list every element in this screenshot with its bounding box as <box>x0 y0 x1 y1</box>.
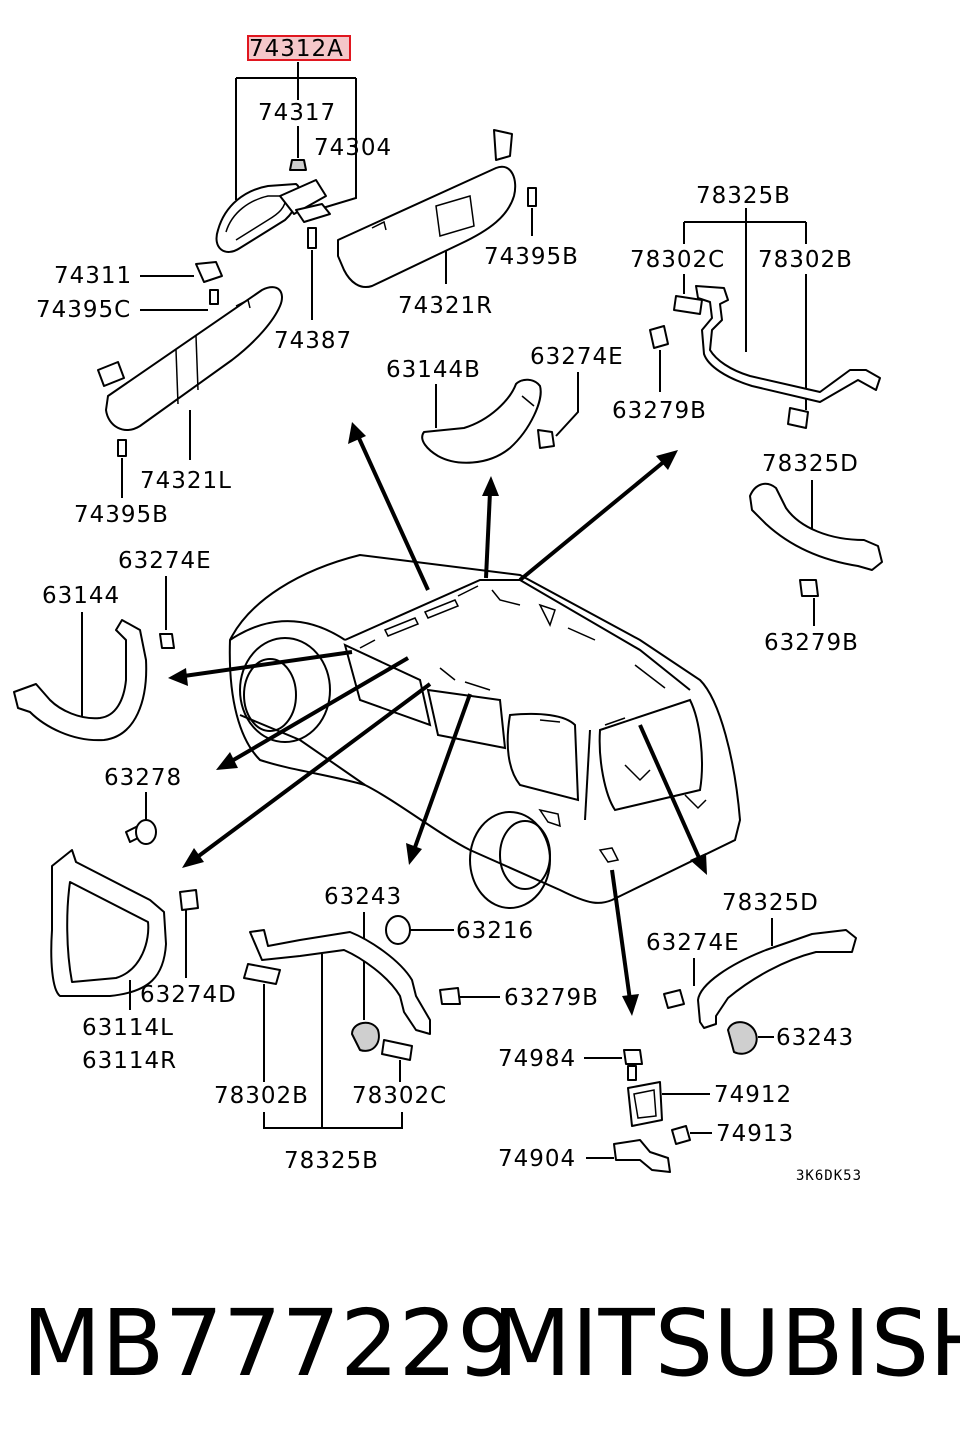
sun-visor-left-group: 74311 74395C 74395B 74321L <box>36 261 283 528</box>
brand-name: MITSUBISHI <box>492 1290 960 1397</box>
sun-visor-right-group: 74395B 74321R <box>337 129 579 319</box>
label-78302B-top: 78302B <box>758 247 853 273</box>
label-74395C: 74395C <box>36 297 131 323</box>
label-74395B-left: 74395B <box>74 502 169 528</box>
label-74321L: 74321L <box>140 468 232 494</box>
label-74912: 74912 <box>714 1082 792 1108</box>
label-78302C-top: 78302C <box>630 247 725 273</box>
label-74317: 74317 <box>258 100 336 126</box>
label-74913: 74913 <box>716 1121 794 1147</box>
label-74984: 74984 <box>498 1046 576 1072</box>
exploded-parts-diagram: 74312A 74317 74304 74387 74395B 74321R 7… <box>13 35 883 1184</box>
label-78325B-top: 78325B <box>696 183 791 209</box>
trim-63114-group: 63274D 63114L 63114R <box>50 849 237 1074</box>
highlight-box <box>247 35 351 61</box>
label-63114L: 63114L <box>82 1015 174 1041</box>
label-74904: 74904 <box>498 1146 576 1172</box>
label-63243-bot: 63243 <box>776 1025 854 1051</box>
label-78325D-bot: 78325D <box>722 890 819 916</box>
hook-749xx-group: 74984 74912 74913 74904 <box>498 1046 794 1173</box>
label-63243-mid: 63243 <box>324 884 402 910</box>
label-63279B-right: 63279B <box>764 630 859 656</box>
assist-grip-78325D-right-group: 78325D 63279B <box>749 451 883 656</box>
assist-grip-78325B-top-group: 78325B 78302C 78302B 63279B <box>612 183 881 429</box>
label-63144: 63144 <box>42 583 120 609</box>
label-63279B-top: 63279B <box>612 398 707 424</box>
label-78302B-bot: 78302B <box>214 1083 309 1109</box>
label-78302C-bot: 78302C <box>352 1083 447 1109</box>
label-74304: 74304 <box>314 135 392 161</box>
caption-bar: MB777229 MITSUBISHI <box>0 1290 960 1400</box>
label-63274E-bot: 63274E <box>646 930 740 956</box>
label-63274E-top: 63274E <box>530 344 624 370</box>
label-74312A: 74312A <box>249 36 344 62</box>
label-78325D-right: 78325D <box>762 451 859 477</box>
leader-arrows <box>168 422 707 1016</box>
grip-63144B-group: 63144B 63274E <box>386 344 624 464</box>
vehicle-outline <box>228 553 742 909</box>
label-63274D: 63274D <box>140 982 237 1008</box>
label-74311: 74311 <box>54 263 132 289</box>
diagram-code: 3K6DK53 <box>796 1168 862 1184</box>
label-78325B-bot: 78325B <box>284 1148 379 1174</box>
assist-grip-78325B-bottom-group: 63243 63216 63279B 78302B 78302C 78325B <box>214 884 599 1174</box>
label-74395B-top: 74395B <box>484 244 579 270</box>
label-63274E-left: 63274E <box>118 548 212 574</box>
label-63144B: 63144B <box>386 357 481 383</box>
label-74387: 74387 <box>274 328 352 354</box>
grip-63144-group: 63274E 63144 <box>13 548 212 742</box>
fastener-63278-group: 63278 <box>104 765 182 845</box>
label-63216: 63216 <box>456 918 534 944</box>
label-63278: 63278 <box>104 765 182 791</box>
label-74321R: 74321R <box>398 293 493 319</box>
room-mirror-group: 74312A 74317 74304 74387 <box>215 35 392 354</box>
assist-grip-78325D-bottom-group: 78325D 63274E 63243 <box>646 890 857 1055</box>
label-63114R: 63114R <box>82 1048 177 1074</box>
label-63279B-mid: 63279B <box>504 985 599 1011</box>
part-number: MB777229 <box>22 1290 516 1397</box>
